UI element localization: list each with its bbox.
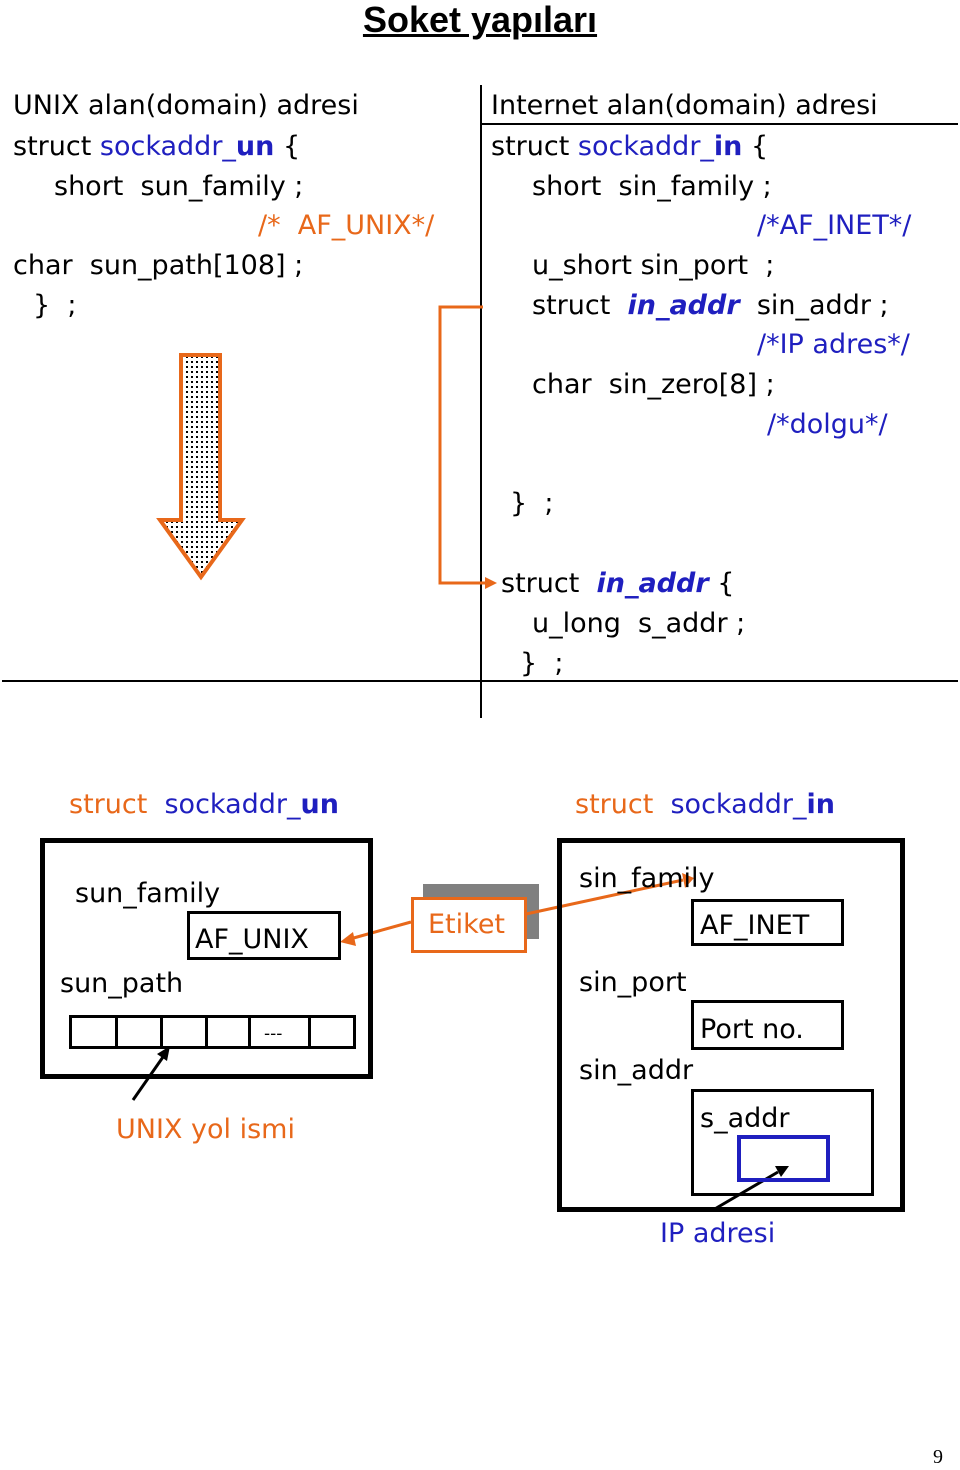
ip-caption: IP adresi xyxy=(660,1218,776,1249)
open-brace: { xyxy=(282,131,301,162)
s-addr-label: s_addr xyxy=(700,1103,790,1134)
in-addr-type: in_addr xyxy=(596,568,709,599)
page-title: Soket yapıları xyxy=(362,0,598,40)
unix-field-path: char sun_path[108] ; xyxy=(13,250,304,281)
array-divider xyxy=(248,1015,251,1049)
af-inet-cell xyxy=(691,899,844,946)
inet-zero-comment: /*dolgu*/ xyxy=(767,409,888,440)
unix-struct-line: struct sockaddr_un { xyxy=(13,133,300,160)
port-value: Port no. xyxy=(700,1014,804,1045)
inet-field-family: short sin_family ; xyxy=(532,171,772,202)
array-divider xyxy=(308,1015,311,1049)
inet-domain-heading: Internet alan(domain) adresi xyxy=(491,90,878,121)
sin-family-label: sin_family xyxy=(579,863,715,894)
array-divider xyxy=(160,1015,163,1049)
struct-name: sockaddr_un xyxy=(99,131,275,162)
port-cell xyxy=(691,1000,844,1050)
sin-port-label: sin_port xyxy=(579,967,687,998)
unix-domain-heading: UNIX alan(domain) adresi xyxy=(13,90,359,121)
inet-field-zero: char sin_zero[8] ; xyxy=(532,369,775,400)
inet-field-port: u_short sin_port ; xyxy=(532,250,775,281)
inet-family-comment: /*AF_INET*/ xyxy=(757,210,912,241)
array-divider xyxy=(205,1015,208,1049)
af-unix-cell xyxy=(187,911,341,960)
af-unix-value: AF_UNIX xyxy=(195,924,309,955)
in-addr-type: in_addr xyxy=(627,290,740,321)
etiket-label: Etiket xyxy=(428,909,506,940)
sin-addr-cell xyxy=(691,1089,874,1196)
af-inet-value: AF_INET xyxy=(700,910,810,941)
path-ellipsis: --- xyxy=(264,1024,283,1044)
inet-field-addr: struct in_addr sin_addr ; xyxy=(532,290,889,321)
inet-struct-line: struct sockaddr_in { xyxy=(491,131,769,162)
sin-addr-label: sin_addr xyxy=(579,1055,694,1086)
array-divider xyxy=(115,1015,118,1049)
inet-addr-comment: /*IP adres*/ xyxy=(757,329,910,360)
bracket-arrow xyxy=(438,305,488,585)
inet-diagram-label: struct sockaddr_in xyxy=(575,789,835,820)
sun-path-label: sun_path xyxy=(60,968,184,999)
page-number: 9 xyxy=(933,1446,943,1468)
keyword: struct xyxy=(13,131,92,162)
down-arrow-icon xyxy=(156,353,246,581)
sockaddr-in-box xyxy=(557,838,905,1212)
sockaddr-un-box xyxy=(40,838,373,1079)
unix-diagram-label: struct sockaddr_un xyxy=(69,789,339,820)
in-addr-struct-line: struct in_addr { xyxy=(501,568,735,599)
inet-close-brace: } ; xyxy=(510,488,554,519)
etiket-box xyxy=(411,897,527,953)
unix-field-family: short sun_family ; xyxy=(54,171,304,202)
sun-family-label: sun_family xyxy=(75,878,221,909)
sun-path-array xyxy=(69,1015,356,1049)
in-addr-field: u_long s_addr ; xyxy=(532,608,746,639)
in-addr-close-brace: } ; xyxy=(520,648,564,679)
struct-name: sockaddr_in xyxy=(577,131,743,162)
unix-close-brace: } ; xyxy=(33,290,77,321)
s-addr-cell xyxy=(737,1135,830,1182)
unix-path-caption: UNIX yol ismi xyxy=(116,1114,295,1145)
unix-family-comment: /* AF_UNIX*/ xyxy=(258,210,435,241)
